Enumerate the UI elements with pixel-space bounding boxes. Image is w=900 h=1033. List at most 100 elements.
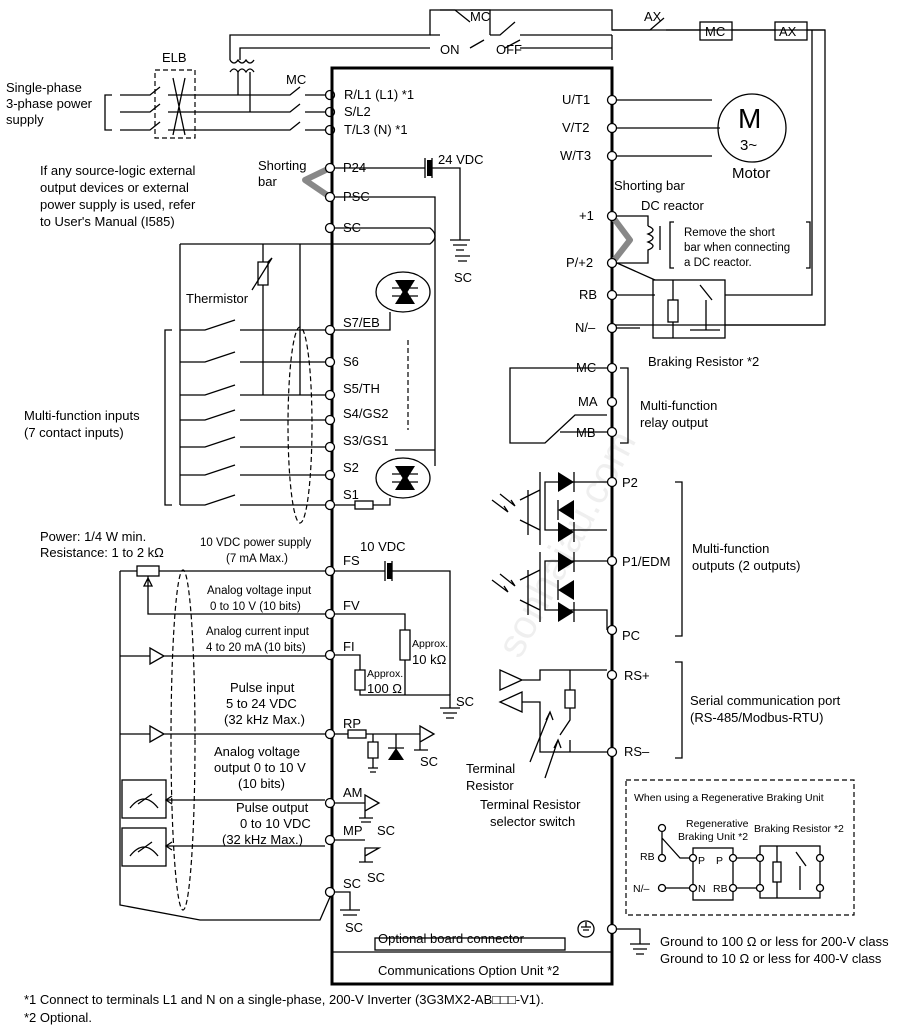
motor-section: U/T1 V/T2 W/T3 M 3~ Motor xyxy=(560,92,787,182)
shorting-bar-dc xyxy=(609,214,633,265)
sc-bottom-ground-label: SC xyxy=(345,920,363,935)
power-res-label-2: Resistance: 1 to 2 kΩ xyxy=(40,545,164,560)
regen-rb-label: RB xyxy=(640,851,655,863)
terminal-u-t1: U/T1 xyxy=(562,92,590,107)
ground-label-2: Ground to 10 Ω or less for 400-V class xyxy=(660,951,882,966)
terminal-pc: PC xyxy=(622,628,640,643)
vdc24-label: 24 VDC xyxy=(438,152,484,167)
dc-reactor-label: DC reactor xyxy=(641,198,705,213)
vdc10-label: 10 VDC xyxy=(360,539,406,554)
relay-output: MC MA MB Multi-function relay output xyxy=(509,360,717,444)
dc-note-1: Remove the short xyxy=(684,227,776,239)
terminal-resistor-label-1: Terminal xyxy=(466,761,515,776)
regen-rb2-label: RB xyxy=(713,883,728,895)
pulse-in-label-1: Pulse input xyxy=(230,680,295,695)
thermistor-label: Thermistor xyxy=(186,291,249,306)
motor-phase: 3~ xyxy=(740,137,757,154)
sc-ground-label: SC xyxy=(454,270,472,285)
regen-unit-label-2: Braking Unit *2 xyxy=(678,831,748,843)
analog-i-in-label-1: Analog current input xyxy=(206,626,310,638)
terminal-s-l2: S/L2 xyxy=(344,104,371,119)
multi-function-outputs: P2 P1/EDM PC Multi-function outputs (2 o… xyxy=(491,472,800,643)
supply-label-1: Single-phase xyxy=(6,80,82,95)
optional-board-connector xyxy=(374,937,566,951)
outputs-label-2: outputs (2 outputs) xyxy=(692,558,800,573)
ax-top-label: AX xyxy=(644,9,662,24)
multi-inputs-label-1: Multi-function inputs xyxy=(24,408,140,423)
terminal-r-l1: R/L1 (L1) *1 xyxy=(344,87,414,102)
serial-port: RS+ RS– Serial communication port (RS-48… xyxy=(466,661,841,829)
shorting-bar-left xyxy=(302,165,332,200)
regen-p2-label: P xyxy=(716,855,723,867)
terminal-sc-bottom: SC xyxy=(343,876,361,891)
regen-title: When using a Regenerative Braking Unit xyxy=(634,792,824,804)
braking-resistor: Braking Resistor *2 xyxy=(616,30,825,369)
terminal-p1-edm: P1/EDM xyxy=(622,554,670,569)
vdc10-supply-label-1: 10 VDC power supply xyxy=(200,537,311,549)
input-optocoupler-bottom xyxy=(375,280,436,499)
terminal-n-minus: N/– xyxy=(575,320,596,335)
terminal-fi: FI xyxy=(343,639,355,654)
terminal-s3-gs1: S3/GS1 xyxy=(343,433,389,448)
top-control-circuit: MC ON OFF AX MC AX xyxy=(229,9,826,326)
terminal-resistor-label-2: Resistor xyxy=(466,778,514,793)
motor-label: Motor xyxy=(732,165,770,182)
sc-analog-label: SC xyxy=(456,694,474,709)
sc-mp-label: SC xyxy=(367,870,385,885)
pulse-in-label-3: (32 kHz Max.) xyxy=(224,712,305,727)
shorting-bar-label-2: bar xyxy=(258,174,277,189)
logic-note-4: to User's Manual (I585) xyxy=(40,214,175,229)
regen-resistor-label: Braking Resistor *2 xyxy=(754,823,844,835)
logic-note-3: power supply is used, refer xyxy=(40,197,196,212)
mc-box-label: MC xyxy=(705,24,725,39)
mc-top-label: MC xyxy=(470,9,490,24)
terminal-s5-th: S5/TH xyxy=(343,381,380,396)
analog-meter xyxy=(121,779,167,819)
ax-box-label: AX xyxy=(779,24,797,39)
terminal-v-t2: V/T2 xyxy=(562,120,589,135)
supply-label-2: 3-phase power xyxy=(6,96,93,111)
pulse-meter xyxy=(121,827,167,867)
terminal-rp: RP xyxy=(343,716,361,731)
optional-board-label: Optional board connector xyxy=(378,931,525,946)
terminal-s1: S1 xyxy=(343,487,359,502)
braking-resistor-label: Braking Resistor *2 xyxy=(648,354,759,369)
regen-unit-label-1: Regenerative xyxy=(686,818,749,830)
dc-note-2: bar when connecting xyxy=(684,242,790,254)
terminal-rs-minus: RS– xyxy=(624,744,650,759)
input-switches xyxy=(180,319,325,506)
approx-100-1: Approx. xyxy=(367,668,403,680)
terminal-am: AM xyxy=(343,785,363,800)
logic-note-2: output devices or external xyxy=(40,180,189,195)
terminal-p2: P2 xyxy=(622,475,638,490)
ground-section: Ground to 100 Ω or less for 200-V class … xyxy=(577,920,889,966)
logic-note-1: If any source-logic external xyxy=(40,163,195,178)
relay-label-2: relay output xyxy=(640,415,708,430)
terminal-rs-plus: RS+ xyxy=(624,668,650,683)
terminal-t-l3: T/L3 (N) *1 xyxy=(344,122,408,137)
outputs-label-1: Multi-function xyxy=(692,541,769,556)
off-label: OFF xyxy=(496,42,522,57)
approx-100-2: 100 Ω xyxy=(367,681,402,696)
approx-10k-2: 10 kΩ xyxy=(412,652,447,667)
regen-braking-box: When using a Regenerative Braking Unit R… xyxy=(625,779,855,916)
terminal-fs: FS xyxy=(343,553,360,568)
terminal-ma: MA xyxy=(578,394,598,409)
serial-label-2: (RS-485/Modbus-RTU) xyxy=(690,710,823,725)
analog-v-out-label-2: output 0 to 10 V xyxy=(214,760,306,775)
dc-shorting-bar-label: Shorting bar xyxy=(614,178,685,193)
potentiometer xyxy=(136,565,160,577)
terminal-rb: RB xyxy=(579,287,597,302)
input-terminals xyxy=(324,324,336,511)
inverter-body xyxy=(330,66,614,986)
selector-label-1: Terminal Resistor xyxy=(480,797,581,812)
sc-pulse-label: SC xyxy=(420,754,438,769)
terminal-fv: FV xyxy=(343,598,360,613)
elb-label: ELB xyxy=(162,50,187,65)
on-label: ON xyxy=(440,42,460,57)
regen-n-minus-label: N/– xyxy=(633,883,650,895)
input-optocoupler-top xyxy=(335,265,436,331)
analog-v-out-label-3: (10 bits) xyxy=(238,776,285,791)
terminal-s6: S6 xyxy=(343,354,359,369)
